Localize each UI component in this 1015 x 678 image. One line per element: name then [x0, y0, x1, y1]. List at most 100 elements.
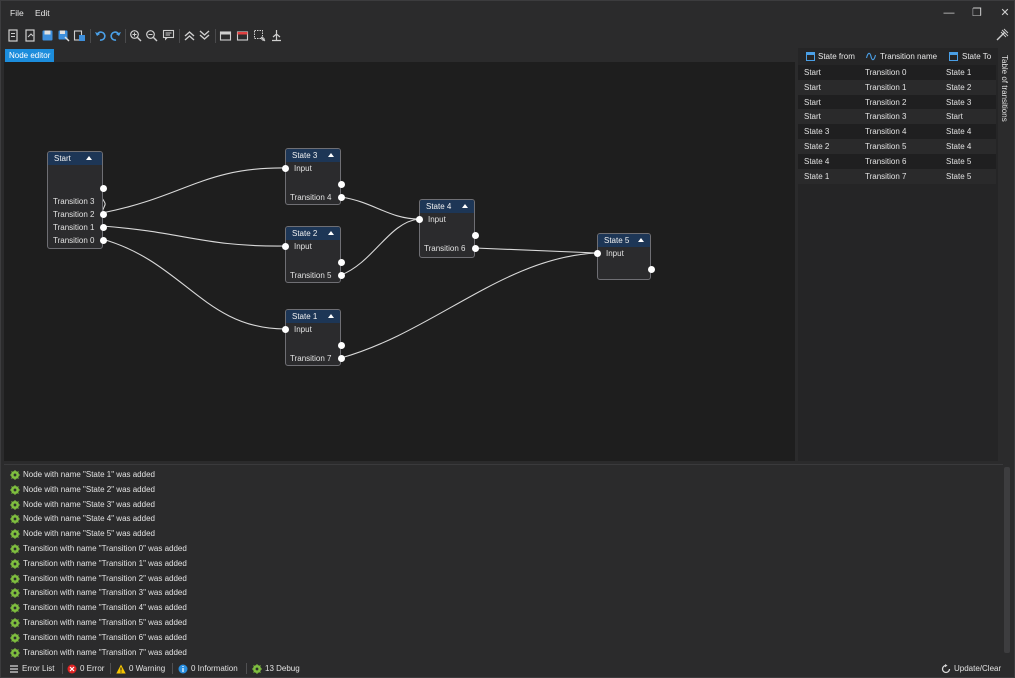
- node-header[interactable]: State 1: [286, 310, 340, 323]
- zoom-in-icon[interactable]: [129, 29, 142, 42]
- undo-icon[interactable]: [94, 29, 107, 42]
- node-editor-canvas[interactable]: Start Transition 3 Transition 2 Transiti…: [4, 62, 795, 461]
- log-message: Transition with name "Transition 3" was …: [23, 588, 187, 598]
- state-icon: [949, 52, 958, 61]
- save-icon[interactable]: [41, 29, 54, 42]
- node-header[interactable]: State 5: [598, 234, 650, 247]
- table-cell-to: State 5: [946, 171, 972, 181]
- table-cell-name: Transition 0: [865, 68, 907, 77]
- collapse-caret-icon[interactable]: [86, 156, 92, 160]
- input-port[interactable]: [282, 243, 289, 250]
- output-port[interactable]: [338, 342, 345, 349]
- node-header[interactable]: Start: [48, 152, 102, 165]
- debug-gear-icon: [252, 664, 262, 674]
- node-state-2[interactable]: State 2 Input Transition 5: [282, 226, 345, 283]
- collapse-caret-icon[interactable]: [638, 238, 644, 242]
- table-cell-from: Start: [804, 97, 821, 107]
- table-of-transitions-side-tab[interactable]: Table of transitions: [999, 53, 1013, 133]
- log-message: Node with name "State 3" was added: [23, 499, 155, 509]
- delete-node-icon[interactable]: [236, 29, 249, 42]
- table-cell-to: State 2: [946, 82, 972, 92]
- log-scrollbar[interactable]: [1004, 467, 1010, 653]
- connection-transition-2: [101, 167, 286, 214]
- log-message: Node with name "State 2" was added: [23, 484, 155, 494]
- node-editor-tab[interactable]: Node editor: [5, 49, 55, 62]
- node-header[interactable]: State 2: [286, 227, 340, 240]
- input-port[interactable]: [416, 216, 423, 223]
- table-cell-from: State 4: [804, 156, 830, 166]
- collapse-caret-icon[interactable]: [328, 153, 334, 157]
- table-cell-to: State 3: [946, 97, 972, 107]
- node-state-4[interactable]: State 4 Input Transition 6: [416, 199, 479, 258]
- export-icon[interactable]: [73, 29, 86, 42]
- table-cell-to: State 4: [946, 127, 972, 137]
- wave-icon: [866, 52, 876, 61]
- output-port[interactable]: [100, 185, 107, 192]
- collapse-all-icon[interactable]: [183, 29, 196, 42]
- input-label: Input: [294, 325, 312, 334]
- theme-wand-icon[interactable]: [996, 28, 1009, 41]
- node-header[interactable]: State 4: [420, 200, 474, 213]
- redo-icon[interactable]: [109, 29, 122, 42]
- output-port[interactable]: [100, 237, 107, 244]
- log-message: Transition with name "Transition 4" was …: [23, 603, 187, 613]
- save-as-icon[interactable]: [57, 29, 70, 42]
- collapse-caret-icon[interactable]: [328, 314, 334, 318]
- table-cell-from: State 3: [804, 127, 830, 137]
- output-port[interactable]: [338, 272, 345, 279]
- connections-layer: [101, 167, 598, 359]
- output-port[interactable]: [338, 181, 345, 188]
- output-port[interactable]: [472, 245, 479, 252]
- input-port[interactable]: [282, 326, 289, 333]
- new-file-icon[interactable]: [7, 29, 20, 42]
- column-header-state-from[interactable]: State from: [818, 52, 855, 61]
- output-port[interactable]: [100, 224, 107, 231]
- input-port[interactable]: [594, 250, 601, 257]
- menu-edit[interactable]: Edit: [35, 8, 50, 18]
- node-start[interactable]: Start Transition 3 Transition 2 Transiti…: [47, 151, 107, 249]
- zoom-out-icon[interactable]: [145, 29, 158, 42]
- table-cell-to: Start: [946, 112, 963, 122]
- warning-count: 0 Warning: [129, 664, 166, 673]
- collapse-caret-icon[interactable]: [462, 204, 468, 208]
- status-bar: Error List 0 Error 0 Warning 0 Informati…: [1, 660, 1014, 677]
- column-header-state-to[interactable]: State To: [962, 52, 992, 61]
- output-port[interactable]: [338, 259, 345, 266]
- select-icon[interactable]: [253, 29, 266, 42]
- collapse-caret-icon[interactable]: [328, 231, 334, 235]
- open-file-icon[interactable]: [24, 29, 37, 42]
- log-message: Transition with name "Transition 0" was …: [23, 544, 187, 553]
- add-node-icon[interactable]: [219, 29, 232, 42]
- close-button[interactable]: ✕: [1000, 7, 1010, 19]
- node-state-1[interactable]: State 1 Input Transition 7: [282, 309, 345, 366]
- node-state-5[interactable]: State 5 Input: [594, 233, 655, 280]
- input-port[interactable]: [282, 165, 289, 172]
- minimize-button[interactable]: —: [943, 7, 955, 19]
- comment-icon[interactable]: [162, 29, 175, 42]
- transitions-table: State from Transition name State To Star…: [798, 48, 998, 461]
- expand-all-icon[interactable]: [198, 29, 211, 42]
- node-state-3[interactable]: State 3 Input Transition 4: [282, 148, 345, 205]
- column-header-transition-name[interactable]: Transition name: [880, 52, 938, 61]
- log-message: Transition with name "Transition 5" was …: [23, 618, 187, 627]
- table-header: State from Transition name State To: [798, 48, 998, 64]
- menu-file[interactable]: File: [10, 8, 24, 18]
- transition-row: Transition 1: [53, 223, 95, 232]
- align-icon[interactable]: [270, 29, 283, 42]
- node-header[interactable]: State 3: [286, 149, 340, 162]
- debug-gear-icon: [10, 588, 20, 599]
- output-port[interactable]: [472, 232, 479, 239]
- output-port[interactable]: [338, 355, 345, 362]
- output-port[interactable]: [338, 194, 345, 201]
- restore-button[interactable]: ❐: [972, 7, 982, 19]
- output-port[interactable]: [100, 211, 107, 218]
- output-port[interactable]: [648, 266, 655, 273]
